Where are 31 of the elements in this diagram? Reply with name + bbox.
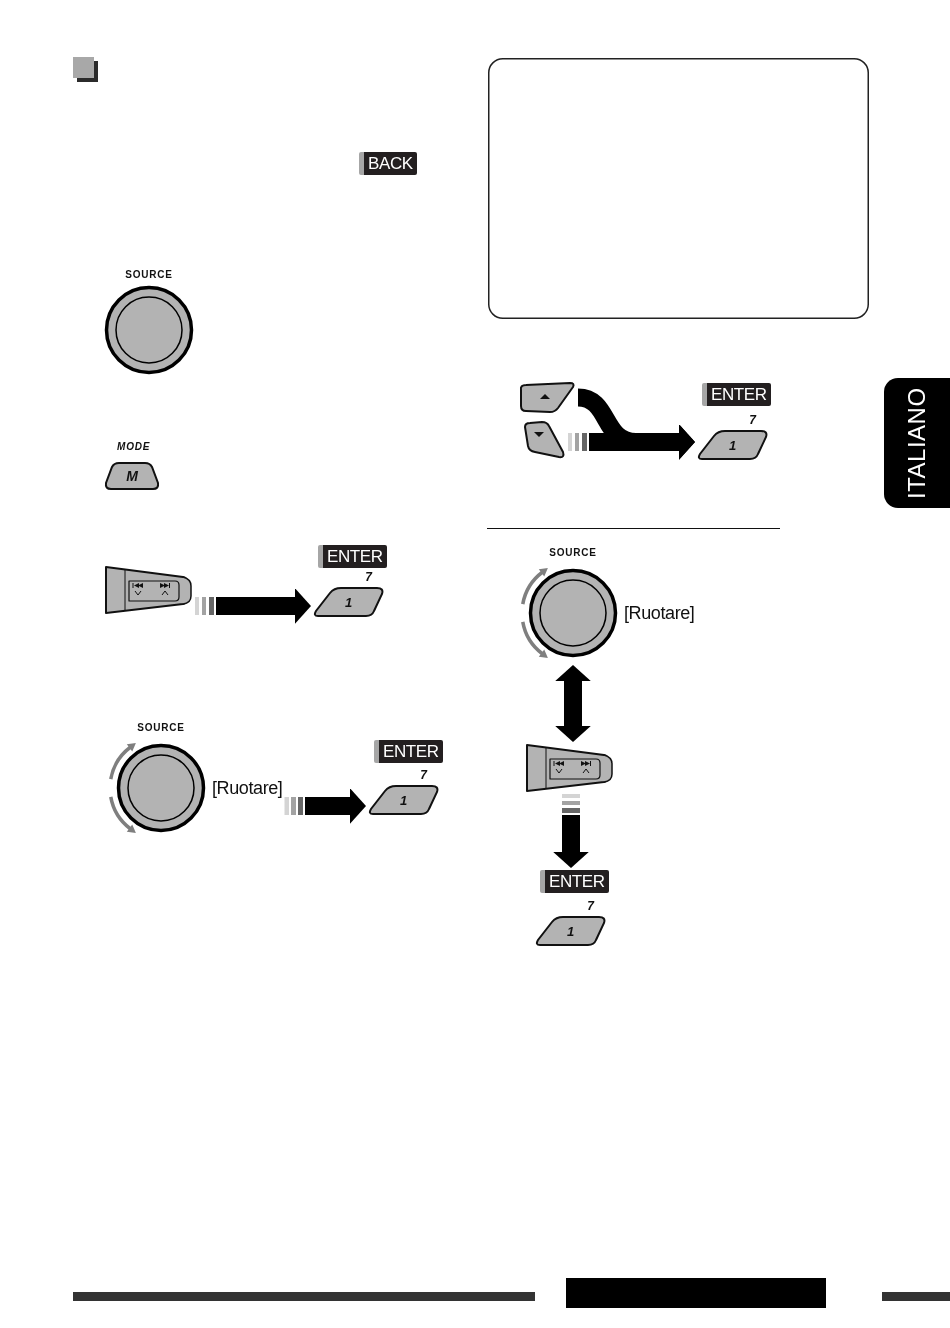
- preset-button: 1: [697, 430, 768, 460]
- label-tag: BACK: [359, 152, 417, 175]
- instruction-text: [Ruotare]: [624, 602, 695, 624]
- arrow: [553, 794, 589, 868]
- label-tag: ENTER: [702, 383, 771, 406]
- button-label: MODE: [117, 440, 151, 453]
- arrow: [555, 665, 591, 742]
- button-number-label: 7: [587, 899, 594, 913]
- button-number-label: 7: [420, 768, 427, 782]
- button-label: SOURCE: [137, 721, 185, 734]
- mode-button: M: [104, 462, 160, 490]
- note-box: [488, 58, 869, 319]
- label-tag: ENTER: [374, 740, 443, 763]
- arrow: [195, 588, 311, 624]
- button-number-label: 7: [365, 570, 372, 584]
- button-label: SOURCE: [125, 268, 173, 281]
- seek-panel-drawing: [105, 566, 193, 614]
- preset-button: 1: [313, 587, 384, 617]
- arrow: [568, 424, 695, 460]
- down-key-drawing: [522, 421, 566, 459]
- button-label: SOURCE: [549, 546, 597, 559]
- label-tag: ENTER: [540, 870, 609, 893]
- label-tag: ENTER: [318, 545, 387, 568]
- up-key-drawing: [518, 382, 576, 413]
- language-tab: ITALIANO: [884, 378, 950, 508]
- preset-button: 1: [368, 785, 439, 815]
- button-number-label: 7: [749, 413, 756, 427]
- instruction-text: [Ruotare]: [212, 777, 283, 799]
- arrow: [284, 788, 366, 824]
- seek-panel-drawing: [526, 744, 614, 792]
- preset-button: 1: [535, 916, 606, 946]
